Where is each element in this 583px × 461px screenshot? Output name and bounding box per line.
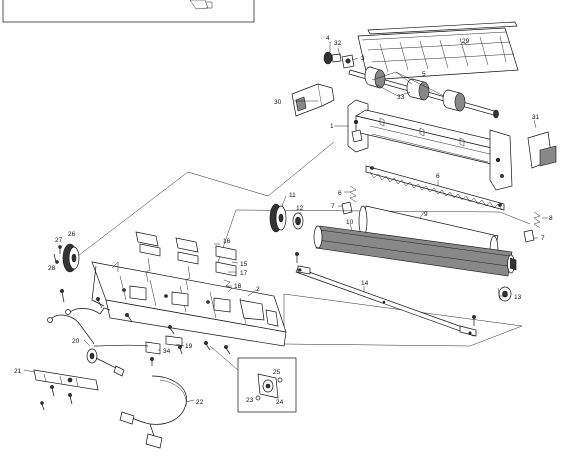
frame-assembly xyxy=(291,21,557,243)
callout-17: 17 xyxy=(240,270,248,277)
callout-25: 25 xyxy=(273,369,281,376)
callout-18: 18 xyxy=(234,283,242,290)
gear-part-4 xyxy=(323,51,342,65)
frame-part-1 xyxy=(347,99,513,191)
leader-lines-lower xyxy=(23,195,508,403)
bracket-part-21 xyxy=(33,369,99,411)
callout-33: 33 xyxy=(397,94,405,101)
callout-7b: 7 xyxy=(541,235,545,242)
callout-6-guide: 6 xyxy=(436,173,440,180)
callout-31: 31 xyxy=(532,114,540,121)
clip-group-left xyxy=(135,231,161,283)
callout-26: 26 xyxy=(68,231,76,238)
callout-15: 15 xyxy=(240,261,248,268)
pad-part-7b xyxy=(523,229,535,243)
callout-5: 5 xyxy=(422,71,426,78)
callout-3: 3 xyxy=(361,55,365,62)
callout-11: 11 xyxy=(289,192,296,199)
callout-labels: 4 32 3 29 5 33 30 1 31 6 6 7 8 7 9 10 11… xyxy=(14,35,553,406)
callout-16: 16 xyxy=(223,238,231,245)
callout-22: 22 xyxy=(196,399,204,406)
gear-part-26 xyxy=(62,243,80,273)
cover-part-30 xyxy=(291,83,335,117)
callout-34: 34 xyxy=(163,348,171,355)
bearing-part-13 xyxy=(497,286,512,302)
callout-10: 10 xyxy=(346,219,354,226)
spring-part-8 xyxy=(533,211,541,229)
washer-part-28 xyxy=(53,253,59,264)
harness-part-20 xyxy=(47,307,149,377)
inset-box-detail xyxy=(209,345,297,413)
guide-part-6 xyxy=(365,165,505,211)
callout-27: 27 xyxy=(55,237,63,244)
sensor-part-34 xyxy=(145,341,161,355)
callout-21: 21 xyxy=(14,368,22,375)
pin-part-27 xyxy=(58,245,62,254)
screws-lower xyxy=(60,289,231,366)
callout-2: 2 xyxy=(256,286,260,293)
callout-1: 1 xyxy=(330,123,334,130)
callout-14: 14 xyxy=(361,280,369,287)
inset-box-top xyxy=(2,0,255,23)
lower-frame-part-2 xyxy=(91,261,287,347)
pickup-shaft-part-33 xyxy=(348,66,499,119)
callout-9: 9 xyxy=(424,211,428,218)
top-plate-part-29 xyxy=(357,21,519,81)
clip-group-right xyxy=(215,245,237,293)
callout-20: 20 xyxy=(72,338,80,345)
bracket-part-3 xyxy=(341,54,355,69)
harness-part-22 xyxy=(119,375,187,449)
callout-4: 4 xyxy=(326,35,330,42)
leader-lines-upper xyxy=(294,41,548,239)
sensor-part-19 xyxy=(165,335,183,347)
bar-part-14 xyxy=(295,265,477,337)
callout-12: 12 xyxy=(296,205,304,212)
callout-7: 7 xyxy=(331,203,335,210)
gear-part-11 xyxy=(269,203,287,233)
callout-8: 8 xyxy=(549,215,553,222)
bearing-part-12 xyxy=(292,212,304,230)
clip-group-middle xyxy=(175,237,199,291)
callout-28: 28 xyxy=(48,265,56,272)
pressure-roller-part-10 xyxy=(313,225,517,277)
callout-23: 23 xyxy=(246,397,254,404)
screws-part-14 xyxy=(295,252,476,326)
callout-32: 32 xyxy=(334,40,342,47)
callout-19: 19 xyxy=(185,343,193,350)
callout-13: 13 xyxy=(514,294,522,301)
callout-24: 24 xyxy=(276,399,284,406)
spring-part-6 xyxy=(349,185,357,203)
callout-29: 29 xyxy=(462,38,470,45)
pad-part-7 xyxy=(341,201,353,215)
cover-part-31 xyxy=(527,131,557,169)
callout-30: 30 xyxy=(274,99,282,106)
callout-6-spring: 6 xyxy=(338,190,342,197)
